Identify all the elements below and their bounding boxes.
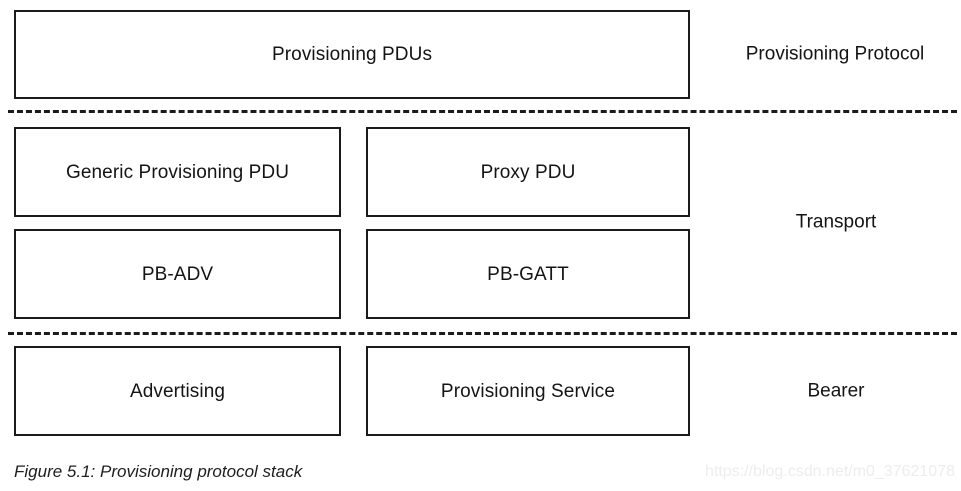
layer-name-transport: Transport [795,211,877,233]
box-label-provisioning-service: Provisioning Service [440,380,616,402]
box-pb-adv: PB-ADV [14,229,341,319]
box-proxy-pdu: Proxy PDU [366,127,690,217]
box-provisioning-pdus: Provisioning PDUs [14,10,690,99]
layer-separator-provisioning-transport [8,110,957,113]
layer-separator-transport-bearer [8,332,957,335]
layer-name-bearer: Bearer [807,380,865,402]
box-label-advertising: Advertising [129,380,226,402]
figure-caption: Figure 5.1: Provisioning protocol stack [14,462,303,481]
watermark-text: https://blog.csdn.net/m0_37621078 [705,463,955,480]
layer-name-provisioning-protocol: Provisioning Protocol [745,43,925,65]
box-label-pb-gatt: PB-GATT [487,263,569,285]
box-advertising: Advertising [14,346,341,436]
box-provisioning-service: Provisioning Service [366,346,690,436]
box-label-proxy-pdu: Proxy PDU [480,161,576,183]
box-pb-gatt: PB-GATT [366,229,690,319]
box-label-provisioning-pdus: Provisioning PDUs [271,44,433,65]
box-label-generic-provisioning-pdu: Generic Provisioning PDU [65,161,290,183]
box-label-pb-adv: PB-ADV [141,263,214,285]
box-generic-provisioning-pdu: Generic Provisioning PDU [14,127,341,217]
